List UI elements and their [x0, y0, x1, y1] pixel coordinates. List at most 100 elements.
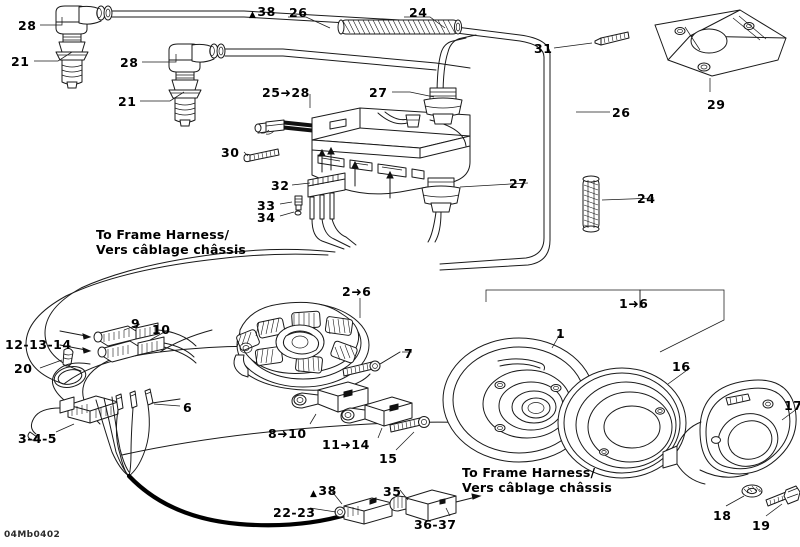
- callout-text: 33: [257, 198, 276, 213]
- callout-text: 34: [257, 210, 276, 225]
- callout-text: 36-37: [414, 517, 457, 532]
- callout-11-14: 11➜14: [322, 438, 370, 451]
- callout-28: 28: [120, 56, 138, 69]
- sensor-pickup-upper: [291, 381, 369, 413]
- starter-pulley-plate: [557, 367, 687, 479]
- callout-25-28: 25➜28: [262, 86, 310, 99]
- note-top-line2: Vers câblage châssis: [96, 241, 247, 257]
- callout-text: 24: [637, 191, 656, 206]
- callout-15: 15: [379, 452, 397, 465]
- callout-19: 19: [752, 519, 770, 532]
- callout-text: 3-4-5: [18, 431, 57, 446]
- callout-text: 11➜14: [322, 437, 370, 452]
- triangle-marker-icon: ▲: [249, 10, 257, 20]
- callout-text: 10: [152, 322, 171, 337]
- callout-text: 28: [18, 18, 37, 33]
- callout-26: 26: [289, 6, 307, 19]
- callout-text: 38: [318, 483, 337, 498]
- callout-6: 6: [183, 401, 192, 414]
- cable-tie-20: [53, 347, 87, 388]
- callout-text: 18: [713, 508, 732, 523]
- callout-38: ▲38: [249, 4, 276, 20]
- callout-text: 20: [14, 361, 33, 376]
- connector-25-28: [254, 119, 313, 135]
- callout-text: 26: [289, 5, 308, 20]
- callout-18: 18: [713, 509, 731, 522]
- callout-text: 8➜10: [268, 426, 307, 441]
- callout-24: 24: [409, 6, 427, 19]
- callout-12-13-14: 12-13-14: [5, 338, 72, 351]
- bolt-7: [342, 351, 401, 377]
- main-ground-cable: [126, 473, 352, 528]
- multi-pin-connector-32: [294, 146, 394, 250]
- callout-leader-lines: [34, 16, 799, 517]
- note-top-line1: To Frame Harness/: [96, 227, 230, 242]
- connector-35-36-37: [389, 489, 482, 522]
- callout-27: 27: [509, 177, 527, 190]
- callout-30: 30: [221, 146, 239, 159]
- bullet-connectors-6: [95, 388, 181, 477]
- callout-21: 21: [118, 95, 136, 108]
- hex-flange-bolt-19: [765, 485, 800, 507]
- callout-text: 21: [118, 94, 137, 109]
- callout-20: 20: [14, 362, 32, 375]
- callout-1-6: 1➜6: [619, 297, 648, 310]
- callout-text: 35: [383, 484, 402, 499]
- callout-7: 7: [404, 347, 413, 360]
- coil-spring-top: [337, 19, 463, 35]
- callout-38: ▲38: [310, 483, 337, 499]
- callout-32: 32: [271, 179, 289, 192]
- callout-21: 21: [11, 55, 29, 68]
- stator-assembly: [233, 301, 371, 391]
- callout-text: 16: [672, 359, 691, 374]
- callout-33: 33: [257, 199, 275, 212]
- callout-22-23: 22-23: [273, 506, 315, 519]
- magneto-housing-cover: [662, 379, 797, 485]
- callout-text: 25➜28: [262, 85, 310, 100]
- callout-text: 19: [752, 518, 771, 533]
- mounting-bracket-29: [654, 9, 787, 77]
- callout-24: 24: [637, 192, 655, 205]
- callout-text: 12-13-14: [5, 337, 72, 352]
- coil-spring-right: [582, 175, 600, 233]
- screw-31: [594, 31, 630, 46]
- callout-text: 28: [120, 55, 139, 70]
- callout-36-37: 36-37: [414, 518, 456, 531]
- callout-text: 1: [556, 326, 566, 341]
- spark-plug-assembly-right: [168, 43, 226, 127]
- sensor-pickup-lower: [340, 396, 413, 427]
- callout-text: 38: [257, 4, 276, 19]
- callout-31: 31: [534, 42, 552, 55]
- callout-text: 26: [612, 105, 631, 120]
- connector-22-23: [334, 497, 393, 525]
- callout-27: 27: [369, 86, 387, 99]
- callout-text: 22-23: [273, 505, 316, 520]
- note-to-frame-harness-bottom: To Frame Harness/ Vers câblage châssis: [462, 465, 613, 496]
- document-id: 04Mb0402: [4, 530, 61, 540]
- screw-30: [243, 148, 280, 163]
- spark-plug-assembly-left: [55, 5, 113, 89]
- callout-8-10: 8➜10: [268, 427, 307, 440]
- lock-washer-18: [741, 484, 763, 498]
- callout-text: 32: [271, 178, 290, 193]
- callout-text: 24: [409, 5, 428, 20]
- callout-16: 16: [672, 360, 690, 373]
- callout-29: 29: [707, 98, 725, 111]
- callout-text: 9: [131, 316, 141, 331]
- callout-34: 34: [257, 211, 275, 224]
- callout-text: 1➜6: [619, 296, 649, 311]
- callout-26: 26: [612, 106, 630, 119]
- callout-text: 7: [404, 346, 414, 361]
- callout-35: 35: [383, 485, 401, 498]
- callout-2-6: 2➜6: [342, 285, 371, 298]
- note-bottom-line1: To Frame Harness/: [462, 465, 596, 480]
- callout-text: 21: [11, 54, 30, 69]
- callout-10: 10: [152, 323, 170, 336]
- callout-text: 29: [707, 97, 726, 112]
- callout-text: 15: [379, 451, 398, 466]
- callout-1: 1: [556, 327, 565, 340]
- harness-connectors-left: [59, 322, 197, 364]
- note-bottom-line2: Vers câblage châssis: [462, 479, 613, 495]
